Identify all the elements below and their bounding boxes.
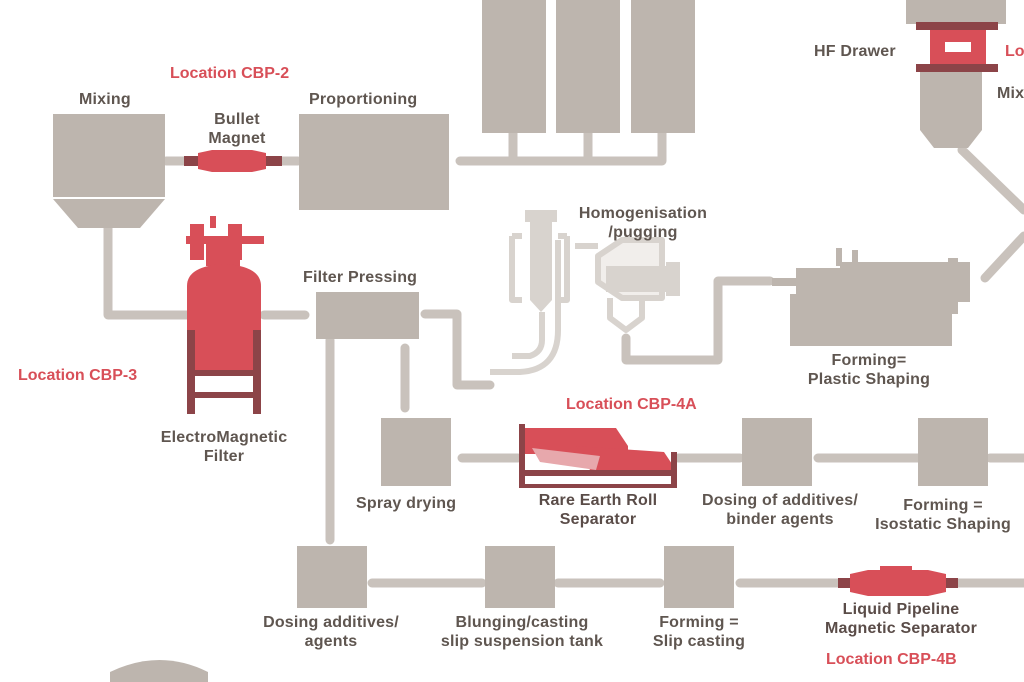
pipe-press-to-homogeniser bbox=[420, 309, 495, 390]
silos bbox=[482, 0, 695, 133]
label-mixing: Mixing bbox=[79, 91, 131, 108]
mixing-hopper bbox=[53, 114, 165, 228]
proportioning-unit bbox=[299, 114, 449, 210]
location-cbp2: Location CBP-2 bbox=[170, 65, 290, 82]
label-forming-slip-casting: Forming =Slip casting bbox=[652, 614, 746, 650]
bullet-magnet bbox=[184, 150, 282, 172]
label-filter-pressing: Filter Pressing bbox=[303, 269, 418, 286]
pipe-mixing-down bbox=[103, 223, 193, 320]
silo-1 bbox=[482, 0, 546, 133]
homogeniser-pugmill bbox=[490, 210, 680, 375]
silo-2 bbox=[556, 0, 620, 133]
spray-dryer-unit bbox=[381, 418, 451, 486]
label-forming-plastic: Forming=Plastic Shaping bbox=[807, 352, 931, 388]
label-forming-isostatic: Forming =Isostatic Shaping bbox=[875, 497, 1011, 533]
pipe-right-diagonal bbox=[980, 231, 1024, 283]
silo-3 bbox=[631, 0, 695, 133]
location-cbp4a: Location CBP-4A bbox=[566, 396, 697, 413]
hf-drawer-mixer bbox=[906, 0, 1006, 148]
pipe-homogeniser-to-forming bbox=[621, 276, 775, 365]
forming-plastic-machine bbox=[772, 248, 970, 346]
location-cbp4b: Location CBP-4B bbox=[826, 651, 957, 668]
liquid-pipeline-separator bbox=[838, 566, 958, 596]
slip-casting-unit bbox=[664, 546, 734, 608]
label-dosing-agents: Dosing additives/agents bbox=[263, 614, 399, 650]
label-dosing-binder: Dosing of additives/binder agents bbox=[701, 492, 858, 528]
pipes bbox=[103, 128, 1024, 588]
label-proportioning: Proportioning bbox=[309, 91, 418, 108]
isostatic-shaping-unit bbox=[918, 418, 988, 486]
location-cbp3: Location CBP-3 bbox=[18, 367, 138, 384]
location-partial-top-right: Lo bbox=[1005, 43, 1024, 60]
filter-press-unit bbox=[316, 292, 419, 339]
label-homogenisation: Homogenisation/pugging bbox=[578, 205, 708, 241]
label-hf-drawer: HF Drawer bbox=[814, 43, 896, 60]
label-mixing-top-right: Mix bbox=[997, 85, 1024, 102]
pipe-silo-manifold bbox=[455, 128, 667, 166]
pipe-top-right-diagonal bbox=[957, 145, 1024, 215]
partial-dome bbox=[110, 660, 208, 682]
blunging-tank-unit bbox=[485, 546, 555, 608]
dosing-agents-unit bbox=[297, 546, 367, 608]
label-spray-drying: Spray drying bbox=[356, 495, 457, 512]
dosing-binder-unit bbox=[742, 418, 812, 486]
rare-earth-roll-separator bbox=[519, 424, 677, 488]
electromagnetic-filter bbox=[186, 216, 264, 414]
